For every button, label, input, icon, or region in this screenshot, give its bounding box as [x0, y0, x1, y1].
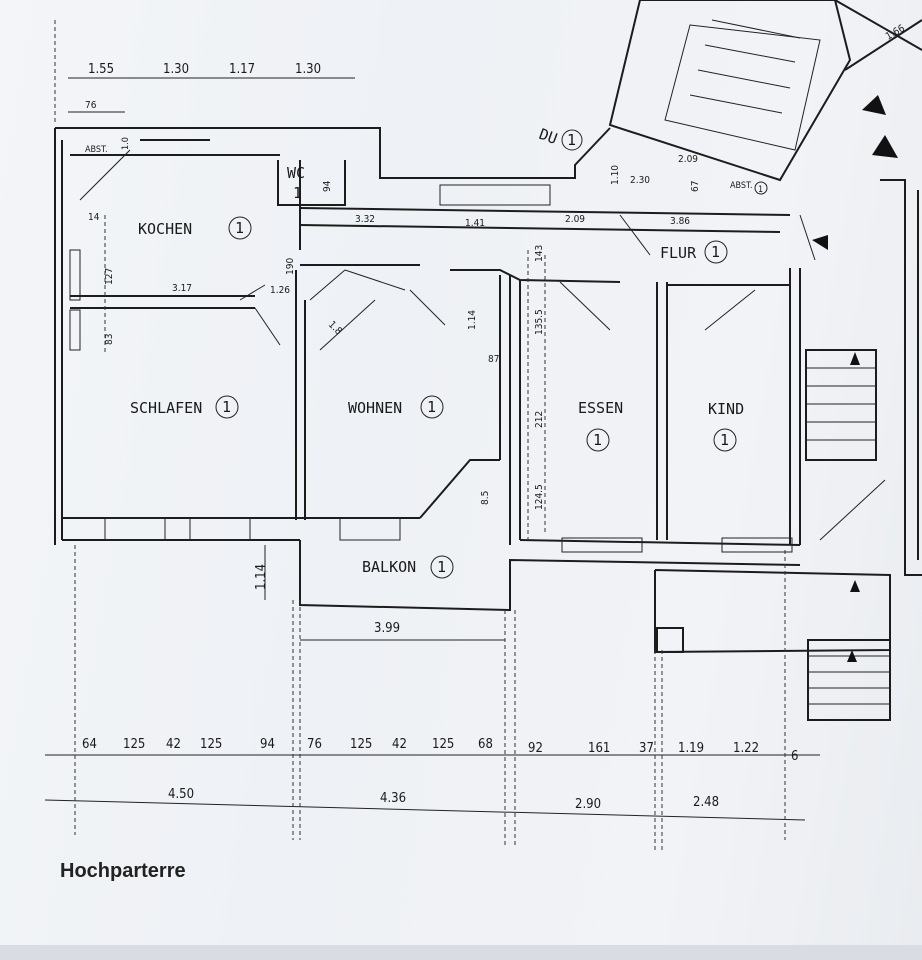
dim-209: 2.09: [565, 214, 585, 225]
dimension-lines: [44, 20, 820, 850]
bottom-dim-94: 94: [260, 737, 275, 752]
dim-1355: 135.5: [534, 309, 545, 335]
dim-83: 83: [104, 334, 115, 345]
bottom-total-450: 4.50: [168, 787, 194, 802]
bottom-dimensions-row2: 4.50 4.36 2.90 2.48: [168, 787, 719, 812]
dim-317: 3.17: [172, 283, 192, 294]
room-schlafen: SCHLAFEN: [130, 399, 202, 417]
bottom-dim-37: 37: [639, 741, 654, 756]
dim-114: 1.14: [467, 310, 478, 330]
bottom-dim-161: 161: [588, 741, 610, 756]
top-dim-3: 1.17: [229, 62, 255, 77]
dim-14: 14: [88, 212, 100, 223]
dim-94: 94: [322, 180, 333, 192]
bottom-dim-125c: 125: [350, 737, 372, 752]
dim-209b: 2.09: [678, 154, 698, 165]
bottom-total-290: 2.90: [575, 797, 601, 812]
room-kochen: KOCHEN: [138, 220, 192, 238]
dim-114b: 1.14: [254, 564, 269, 590]
label-abst-right: ABST.: [730, 181, 753, 191]
room-kochen-number: 1: [235, 219, 244, 237]
bottom-dim-76: 76: [307, 737, 322, 752]
dim-67: 67: [690, 181, 701, 192]
room-wohnen: WOHNEN: [348, 399, 402, 417]
dim-110: 1.10: [610, 165, 621, 185]
room-schlafen-number: 1: [222, 398, 231, 416]
room-flur: FLUR: [660, 244, 697, 262]
top-small-76: 76: [85, 100, 97, 111]
dim-1245: 124.5: [534, 484, 545, 510]
room-flur-number: 1: [711, 243, 720, 261]
label-abst-right-number: 1: [758, 185, 763, 195]
bottom-dim-119: 1.19: [678, 741, 704, 756]
bottom-total-248: 2.48: [693, 795, 719, 810]
room-du-number: 1: [567, 131, 576, 149]
bottom-dim-125d: 125: [432, 737, 454, 752]
door-swings: [79, 149, 886, 541]
dim-126: 1.26: [270, 285, 290, 296]
bottom-dim-125b: 125: [200, 737, 222, 752]
bottom-dim-42b: 42: [392, 737, 407, 752]
room-du: DU: [537, 125, 560, 148]
bottom-total-436: 4.36: [380, 791, 406, 806]
inner-dimensions: 14 127 83 3.17 1.26 190 94 3.32 1.41 2.0…: [88, 23, 907, 636]
label-abst-left: ABST.: [85, 145, 108, 155]
dim-399: 3.99: [374, 621, 400, 636]
dim-386: 3.86: [670, 216, 690, 227]
bottom-dim-42a: 42: [166, 737, 181, 752]
room-wc-number: 1: [293, 184, 302, 202]
bottom-dim-6: 6: [791, 749, 798, 764]
dim-332: 3.32: [355, 214, 375, 225]
dim-18: 1.8: [326, 319, 344, 337]
bottom-dimensions-row1: 64 125 42 125 94 76 125 42 125 68 92 161…: [82, 737, 798, 764]
top-dimensions: 1.55 1.30 1.17 1.30 76 1.0: [85, 62, 321, 150]
dim-87: 87: [488, 354, 499, 365]
windows: [69, 184, 793, 553]
bottom-dim-122: 1.22: [733, 741, 759, 756]
bottom-dim-64: 64: [82, 737, 97, 752]
room-essen: ESSEN: [578, 399, 623, 417]
bottom-dim-68: 68: [478, 737, 493, 752]
dim-230: 2.30: [630, 175, 650, 186]
dim-212: 212: [534, 411, 545, 428]
room-balkon-number: 1: [437, 558, 446, 576]
room-balkon: BALKON: [362, 558, 416, 576]
arrow-markers: [812, 95, 898, 662]
room-wohnen-number: 1: [427, 398, 436, 416]
dim-143: 143: [534, 245, 545, 262]
dim-127: 127: [104, 268, 115, 285]
room-kind-number: 1: [720, 431, 729, 449]
paper-fold: [0, 945, 922, 960]
stair-steps: [689, 19, 890, 705]
plan-caption: Hochparterre: [60, 860, 186, 882]
room-wc: WC: [287, 164, 305, 182]
room-essen-number: 1: [593, 431, 602, 449]
room-kind: KIND: [708, 400, 744, 418]
dim-190: 190: [285, 258, 296, 275]
top-dim-2: 1.30: [163, 62, 189, 77]
bottom-dim-125a: 125: [123, 737, 145, 752]
dim-85: 8.5: [480, 491, 491, 505]
top-dim-1: 1.55: [88, 62, 114, 77]
walls: [54, 0, 922, 721]
top-dim-4: 1.30: [295, 62, 321, 77]
top-small-10: 1.0: [121, 137, 131, 150]
dim-141: 1.41: [465, 218, 485, 229]
room-labels: KOCHEN 1 WC 1 SCHLAFEN 1 WOHNEN 1 ESSEN …: [85, 125, 768, 579]
bottom-dim-92: 92: [528, 741, 543, 756]
